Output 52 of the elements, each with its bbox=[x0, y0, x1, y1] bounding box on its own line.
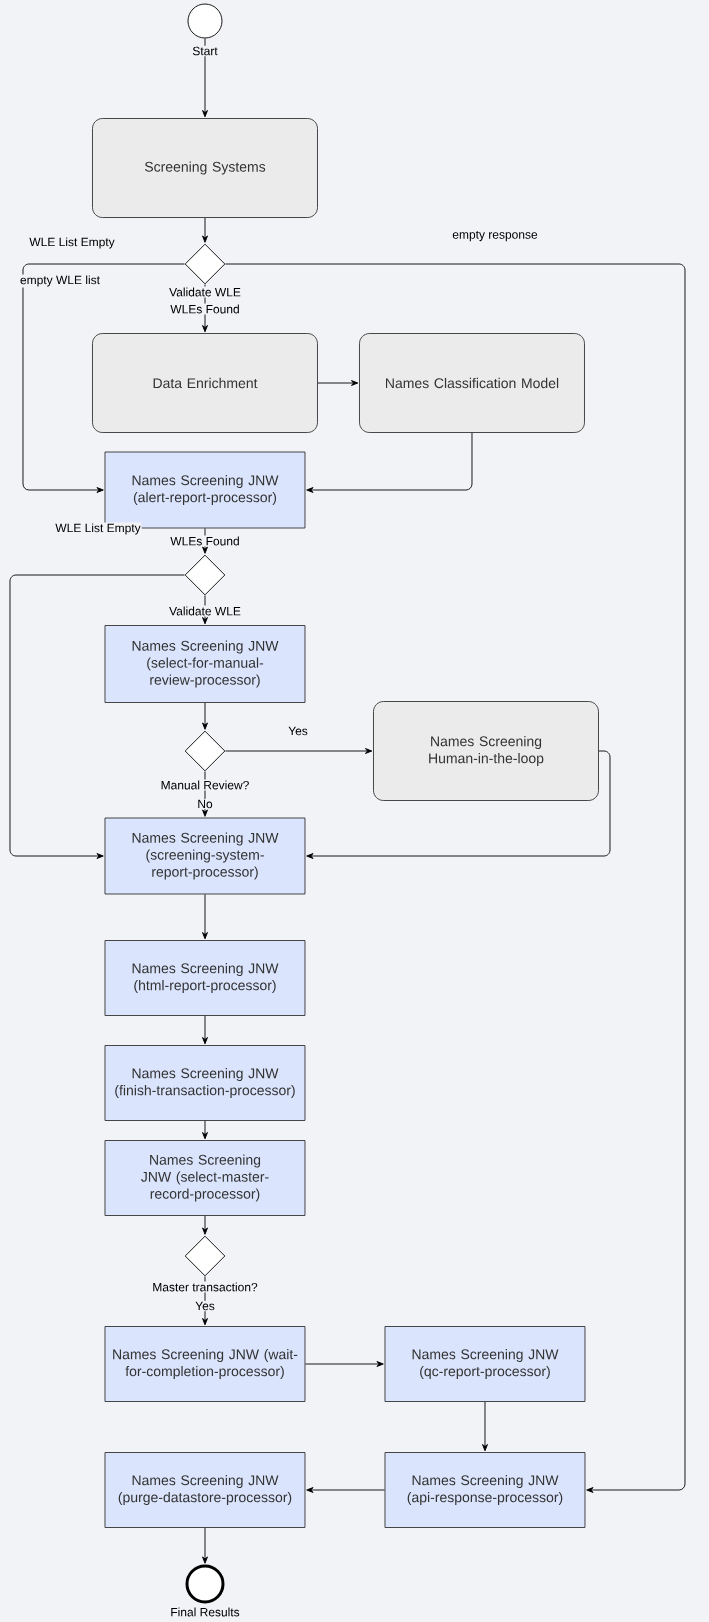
process-box: Names Screening JNW (purge-datastore-processor) bbox=[104, 1452, 306, 1528]
arrow bbox=[305, 1361, 384, 1367]
process-box: Names Screening JNW (api-response-processor) bbox=[384, 1452, 586, 1528]
node-caption: Manual Review? bbox=[159, 779, 251, 791]
end-circle bbox=[185, 1564, 225, 1604]
edge-label: No bbox=[196, 798, 214, 810]
decision-diamond bbox=[184, 554, 226, 596]
process-box: Names Screening JNW (wait-for-completion-processor) bbox=[104, 1326, 306, 1402]
arrow bbox=[202, 595, 208, 625]
arrow bbox=[202, 894, 208, 940]
arrow bbox=[202, 217, 208, 243]
process-box: Names Screening JNW (finish-transaction-processor) bbox=[104, 1045, 306, 1121]
edge-label: Yes bbox=[194, 1300, 216, 1312]
arrow bbox=[306, 1487, 385, 1493]
arrow bbox=[202, 1215, 208, 1235]
process-box: Names Screening Human-in-the-loop bbox=[373, 701, 599, 801]
start-circle bbox=[187, 3, 223, 39]
arrow bbox=[225, 748, 373, 754]
arrow bbox=[225, 263, 686, 1493]
arrow bbox=[202, 38, 208, 118]
decision-diamond bbox=[184, 730, 226, 772]
arrow bbox=[306, 432, 473, 493]
process-box: Data Enrichment bbox=[92, 333, 318, 433]
arrow bbox=[22, 263, 185, 493]
decision-diamond bbox=[184, 1235, 226, 1277]
arrow bbox=[202, 1527, 208, 1564]
edge-label: WLEs Found bbox=[169, 303, 241, 315]
node-caption: Validate WLE bbox=[168, 605, 242, 617]
process-box: Names Classification Model bbox=[359, 333, 585, 433]
edge-label: Yes bbox=[287, 725, 309, 737]
process-box: Names Screening JNW (qc-report-processor) bbox=[384, 1326, 586, 1402]
arrow bbox=[9, 574, 185, 859]
process-box: Names Screening JNW (select-master-record-processor) bbox=[104, 1140, 306, 1216]
edge-label: WLE List Empty bbox=[54, 522, 142, 536]
arrow bbox=[202, 528, 208, 554]
arrow bbox=[202, 1015, 208, 1045]
note: empty WLE list bbox=[19, 274, 101, 288]
edge-label: WLE List Empty bbox=[28, 236, 116, 250]
node-caption: Master transaction? bbox=[151, 1281, 259, 1293]
node-caption: Start bbox=[191, 45, 219, 57]
arrow bbox=[202, 702, 208, 730]
arrow bbox=[482, 1401, 488, 1452]
node-caption: Final Results bbox=[169, 1606, 241, 1618]
arrow bbox=[202, 1120, 208, 1140]
decision-diamond bbox=[184, 243, 226, 285]
process-box: Names Screening JNW (screening-system-report-processor) bbox=[104, 817, 306, 895]
arrow bbox=[317, 380, 359, 386]
process-box: Screening Systems bbox=[92, 118, 318, 218]
process-box: Names Screening JNW (select-for-manual-review-processor) bbox=[104, 625, 306, 703]
edge-label: WLEs Found bbox=[169, 535, 241, 547]
process-box: Names Screening JNW (html-report-processor) bbox=[104, 940, 306, 1016]
node-caption: Validate WLE bbox=[168, 286, 242, 298]
